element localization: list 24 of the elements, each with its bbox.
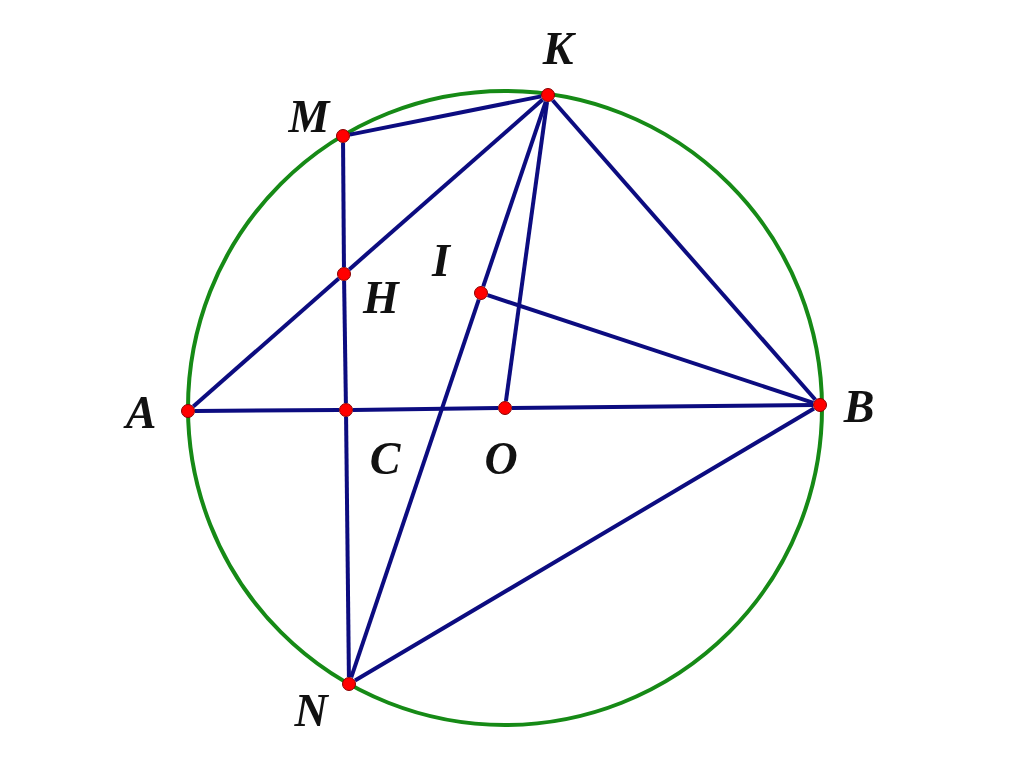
- point-label: O: [484, 436, 518, 482]
- line-segment: [349, 94, 542, 137]
- point-label: H: [363, 275, 399, 321]
- line-segment: [342, 280, 348, 404]
- line-segment: [347, 98, 545, 271]
- line-segment: [341, 143, 346, 267]
- point-label: N: [294, 688, 328, 734]
- line-segment: [195, 408, 339, 413]
- line-segment: [344, 416, 351, 678]
- point-label: M: [288, 94, 330, 140]
- line-segment: [481, 101, 548, 287]
- point-label: I: [432, 238, 450, 284]
- line-segment: [349, 299, 481, 678]
- line-segment: [354, 406, 815, 683]
- point-label: A: [125, 390, 157, 436]
- line-segment: [487, 293, 814, 405]
- line-segment: [503, 101, 550, 402]
- line-segment: [352, 406, 499, 412]
- line-segment: [512, 403, 813, 410]
- line-segment: [551, 98, 817, 402]
- point-label: C: [369, 436, 401, 482]
- point-label: K: [542, 26, 574, 72]
- line-segment: [191, 277, 341, 408]
- point-label: B: [843, 384, 875, 430]
